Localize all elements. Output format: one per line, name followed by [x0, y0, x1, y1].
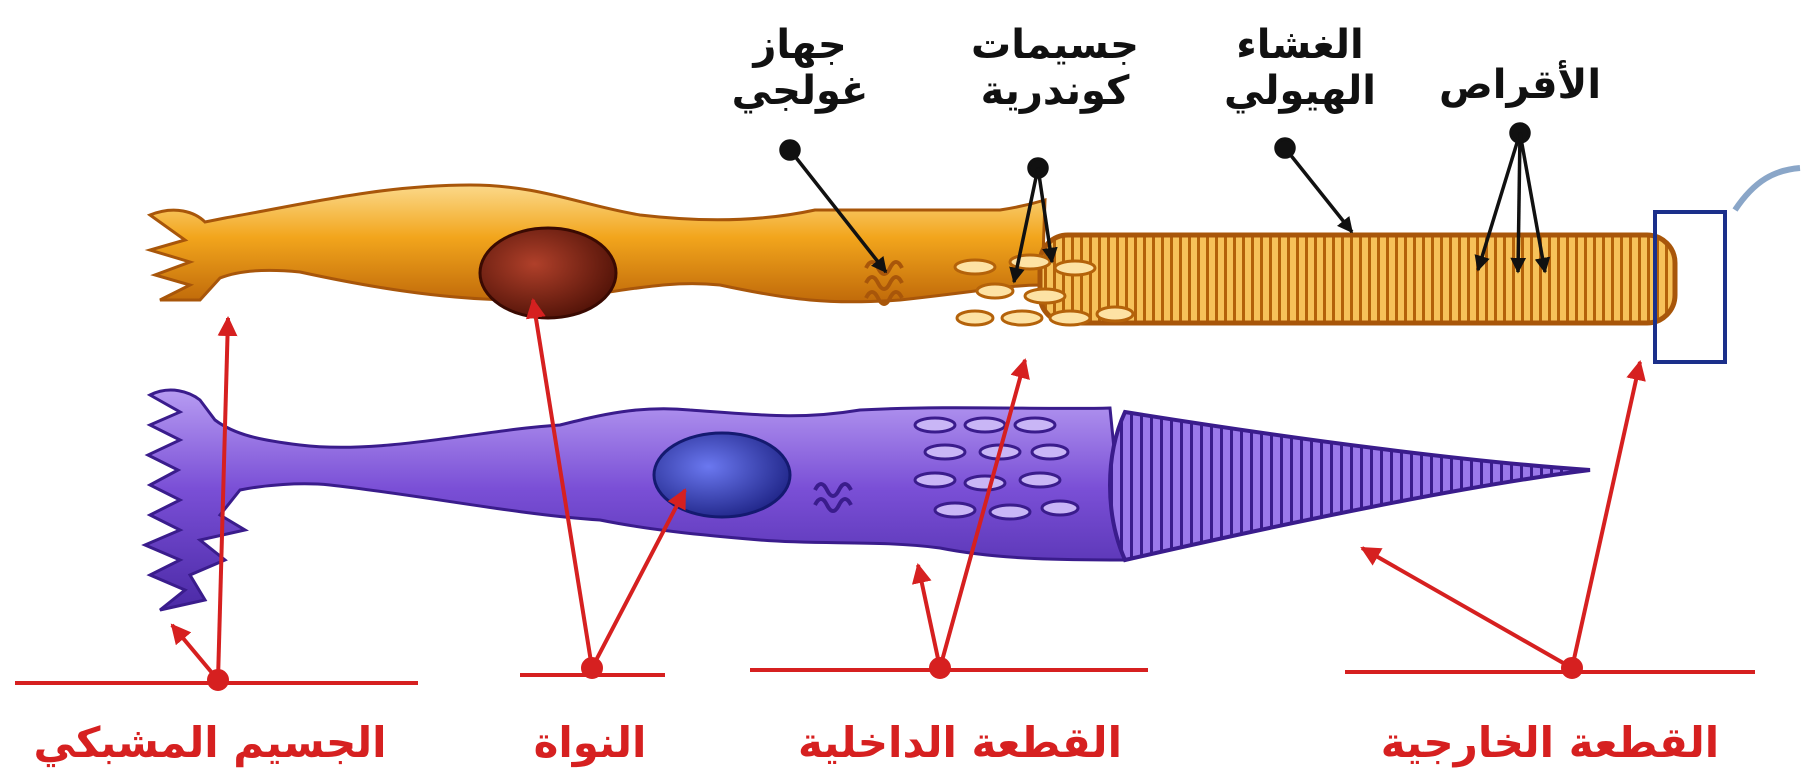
label-golgi: جهاز غولجي [700, 22, 900, 114]
cone-cell [145, 390, 1590, 610]
cone-nucleus [654, 433, 790, 517]
cone-outer-segment [1110, 412, 1590, 560]
label-discs: الأقراص [1420, 62, 1620, 108]
label-mitochondria-line2: كوندرية [955, 68, 1155, 114]
continuation-arrow [1735, 168, 1800, 210]
label-discs-text: الأقراص [1420, 62, 1620, 108]
label-plasma-membrane-line2: الهيولي [1200, 68, 1400, 114]
label-nucleus: النواة [500, 718, 680, 768]
label-plasma-membrane-line1: الغشاء [1200, 22, 1400, 68]
label-golgi-line1: جهاز [700, 22, 900, 68]
label-golgi-line2: غولجي [700, 68, 900, 114]
rod-outer-segment [1040, 235, 1675, 323]
rod-cell [150, 185, 1675, 325]
pointer-discs-2 [1518, 133, 1520, 272]
label-basal-body: الجسيم المشبكي [10, 718, 410, 768]
rod-nucleus [480, 228, 616, 318]
label-mitochondria: جسيمات كوندرية [955, 22, 1155, 114]
label-outer-segment: القطعة الخارجية [1360, 718, 1740, 768]
label-inner-segment: القطعة الداخلية [770, 718, 1150, 768]
pointer-membrane [1285, 148, 1352, 232]
label-plasma-membrane: الغشاء الهيولي [1200, 22, 1400, 114]
label-mitochondria-line1: جسيمات [955, 22, 1155, 68]
